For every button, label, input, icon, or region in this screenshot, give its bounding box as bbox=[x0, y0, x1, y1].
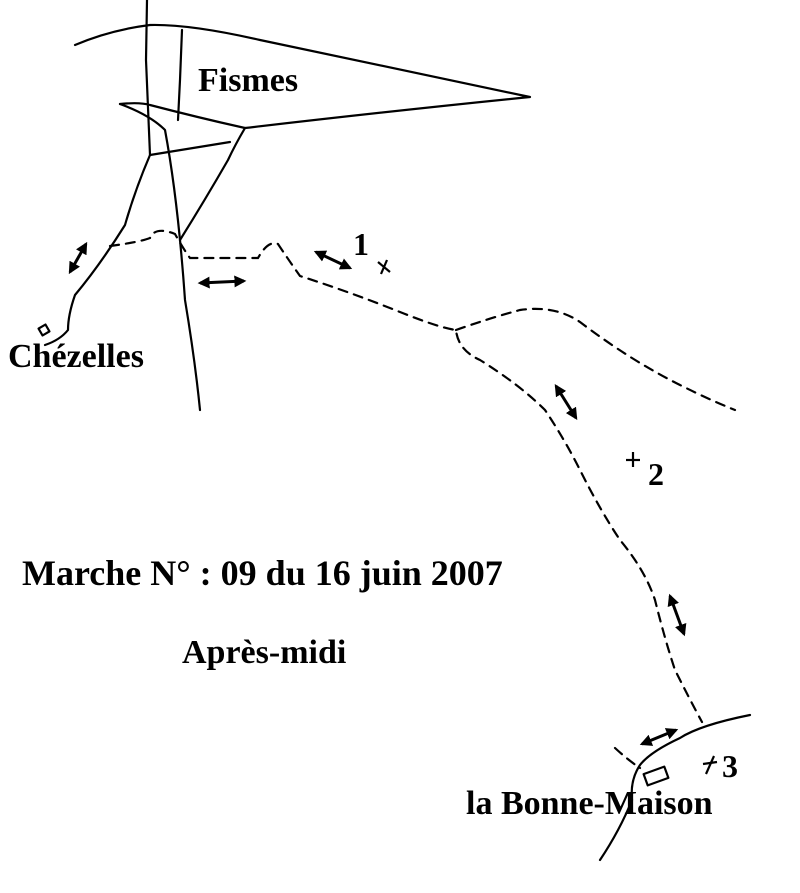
cross-icon bbox=[626, 452, 640, 467]
cross-icon bbox=[377, 259, 391, 275]
double-arrow-icon bbox=[68, 241, 88, 275]
roads bbox=[37, 0, 752, 862]
fismes-town-outline bbox=[73, 23, 532, 130]
waypoint-label-3: 3 bbox=[722, 748, 738, 784]
place-label-chezelles: Chézelles bbox=[8, 338, 144, 375]
road-north-1 bbox=[144, 0, 152, 157]
bonne-maison-building bbox=[642, 765, 670, 787]
double-arrow-icon bbox=[639, 728, 679, 746]
double-arrow-icon bbox=[313, 250, 353, 270]
double-arrow-icon bbox=[667, 593, 687, 637]
road-cross bbox=[148, 140, 232, 157]
waypoint-label-1: 1 bbox=[353, 226, 369, 262]
road-to-chezelles bbox=[43, 153, 152, 347]
chezelles-building bbox=[37, 323, 51, 337]
map-title: Marche N° : 09 du 16 juin 2007 bbox=[22, 553, 503, 593]
direction-arrows bbox=[68, 241, 687, 746]
road-north-2 bbox=[176, 28, 184, 122]
road-south bbox=[118, 102, 202, 412]
waypoint-crosses bbox=[377, 259, 718, 775]
double-arrow-icon bbox=[197, 275, 247, 289]
walking-route bbox=[108, 229, 737, 770]
place-label-bonne-maison: la Bonne-Maison bbox=[466, 785, 713, 822]
waypoint-label-2: 2 bbox=[648, 456, 664, 492]
map-subtitle: Après-midi bbox=[182, 634, 347, 671]
road-bonne-maison bbox=[598, 713, 752, 862]
double-arrow-icon bbox=[554, 383, 578, 421]
place-label-fismes: Fismes bbox=[198, 62, 299, 99]
cross-icon bbox=[702, 755, 718, 775]
road-east bbox=[178, 126, 247, 242]
